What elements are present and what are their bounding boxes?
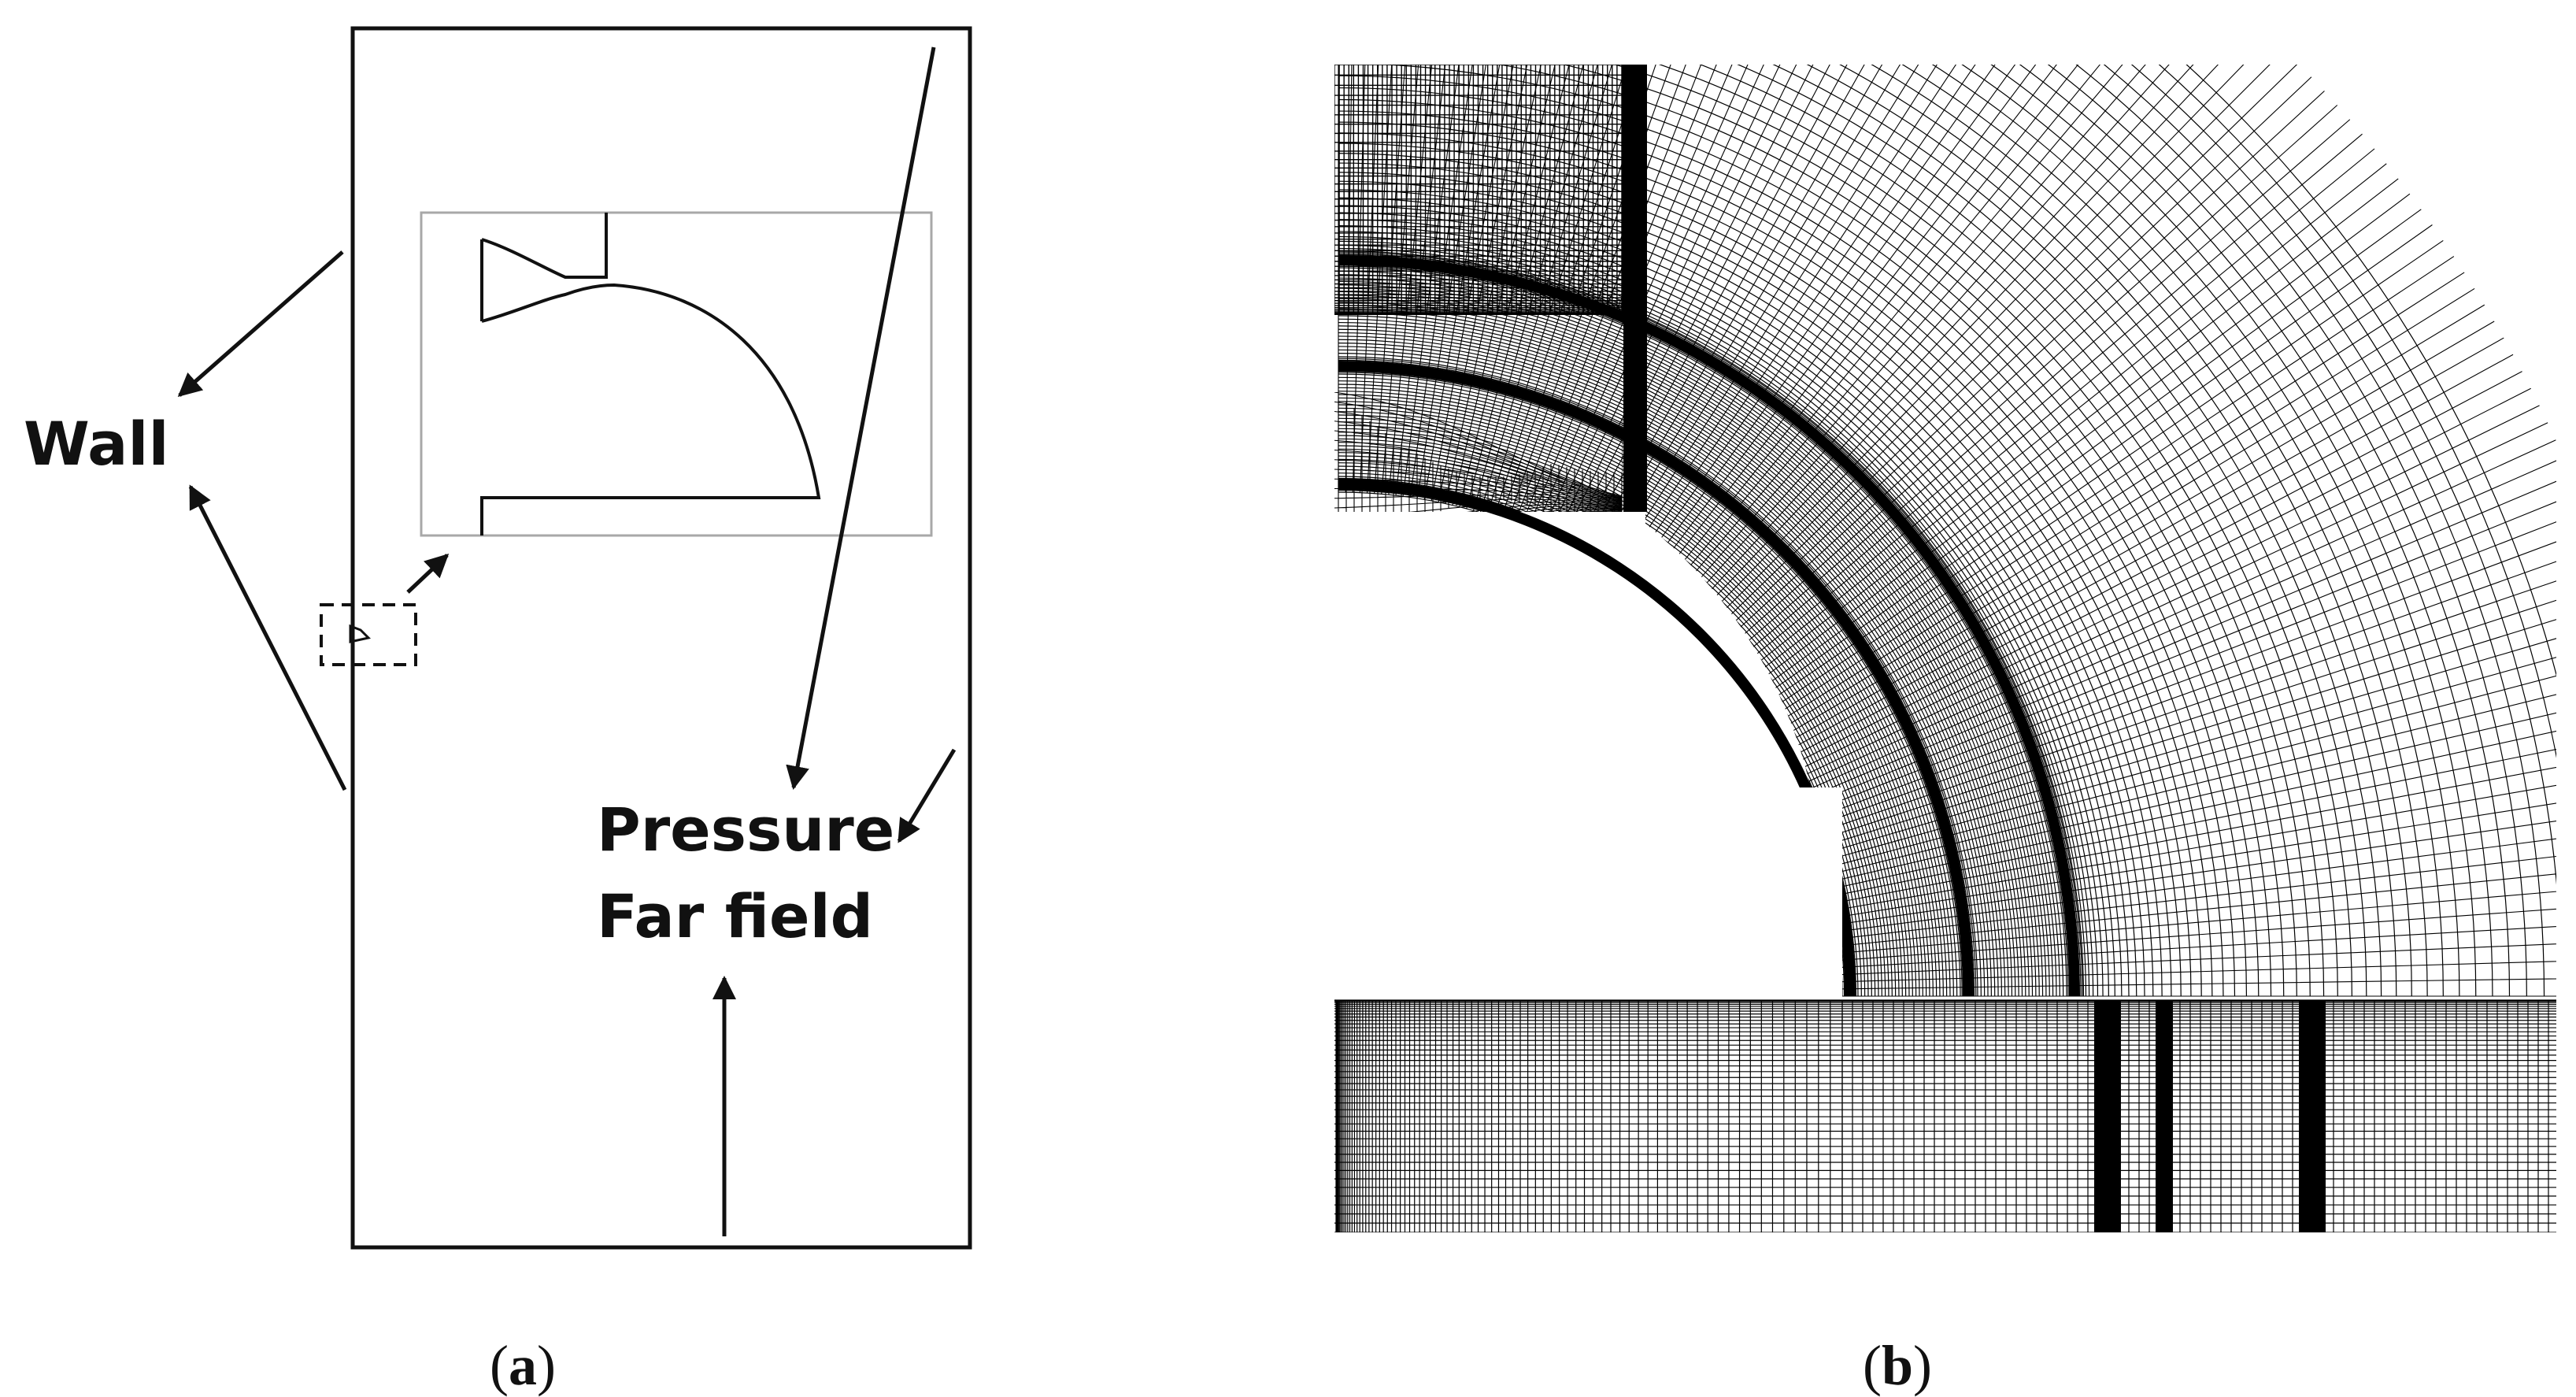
computational-domain-boundary xyxy=(350,26,972,1250)
mesh-wall-ring-outer xyxy=(1338,254,2080,997)
chamber-bottom-void xyxy=(1334,787,1842,999)
wall-label: Wall xyxy=(24,409,169,479)
mesh-dense-column-0 xyxy=(2094,1000,2121,1232)
pressure-label: Pressure xyxy=(597,795,894,865)
mesh-lines-lower xyxy=(1334,999,1843,1232)
inset-frame xyxy=(420,211,933,537)
far-field-arrow-right xyxy=(897,748,957,843)
wall-arrow-lower xyxy=(188,484,347,791)
far-field-label: Far field xyxy=(597,881,873,951)
panel-a-domain-schematic: Wall Pressure Far field (a) xyxy=(24,26,972,1397)
mesh-lines-lower-right xyxy=(1841,999,2556,1232)
mesh-block-lower xyxy=(1334,787,1843,1232)
wall-arrow-upper xyxy=(177,250,344,397)
mesh-wall-ring-mid xyxy=(1338,361,1974,997)
mesh-dense-column-2 xyxy=(2299,1000,2326,1232)
far-field-arrow-top xyxy=(786,46,936,790)
nozzle-detail-inset xyxy=(420,211,933,537)
panel-b-computational-mesh xyxy=(1334,65,2556,1232)
panel-b-caption: (b) xyxy=(1863,1334,1932,1397)
mesh-block-lower-right xyxy=(1841,999,2556,1232)
zoom-region-notch xyxy=(349,624,372,643)
mesh-spokes xyxy=(1338,65,2556,997)
panel-a-caption: (a) xyxy=(490,1334,556,1397)
zoom-pointer-arrow xyxy=(406,553,450,594)
mesh-dense-column-1 xyxy=(2156,1000,2173,1232)
zoom-region-box xyxy=(320,603,417,666)
nozzle-contour xyxy=(480,213,821,535)
